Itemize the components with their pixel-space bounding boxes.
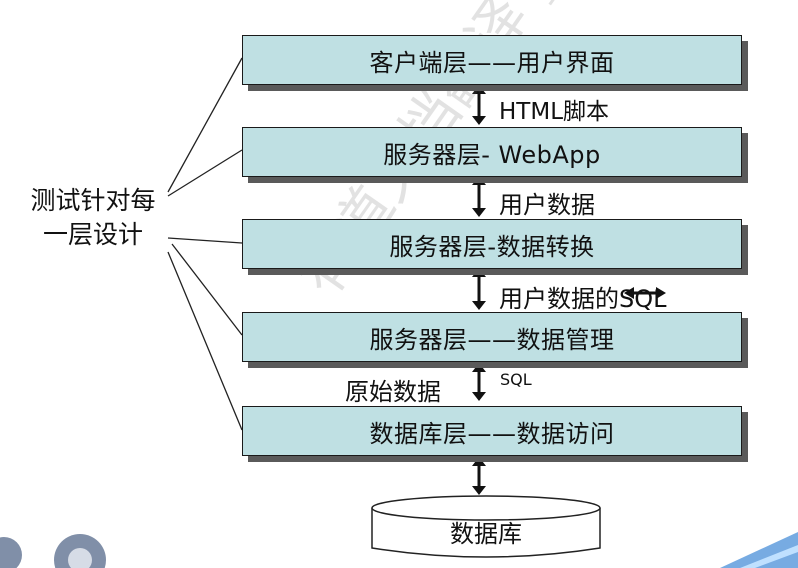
side-label-line: 测试针对每 (30, 186, 156, 215)
database-label: 数据库 (450, 520, 522, 548)
decor-stripe (720, 532, 798, 568)
side-label: 测试针对每 一层设计 (18, 184, 168, 252)
arrows (472, 85, 666, 495)
connector-label-html: HTML脚本 (499, 99, 610, 125)
layer-server-data-conversion: 服务器层-数据转换 (242, 219, 742, 269)
connector-lines (167, 57, 243, 431)
layer-server-data-management: 服务器层——数据管理 (242, 312, 742, 362)
gear-icon (0, 534, 106, 568)
layer-label: 服务器层——数据管理 (369, 325, 615, 354)
connector-label-user-data: 用户数据 (499, 191, 595, 219)
layer-label: 服务器层-数据转换 (389, 232, 595, 261)
connector-label-raw-data: 原始数据 (345, 378, 441, 406)
layer-database-access: 数据库层——数据访问 (242, 406, 742, 456)
database-cylinder (371, 495, 601, 558)
connector-label-sql: SQL (500, 370, 532, 389)
layer-label: 客户端层——用户界面 (369, 48, 615, 77)
layer-label: 数据库层——数据访问 (369, 419, 615, 448)
connector-label-user-data-sql: 用户数据的SQL (499, 285, 667, 313)
layer-label: 服务器层- WebApp (383, 140, 601, 169)
layer-client-ui: 客户端层——用户界面 (242, 35, 742, 85)
side-label-line: 一层设计 (42, 220, 143, 249)
layer-server-webapp: 服务器层- WebApp (242, 127, 742, 177)
